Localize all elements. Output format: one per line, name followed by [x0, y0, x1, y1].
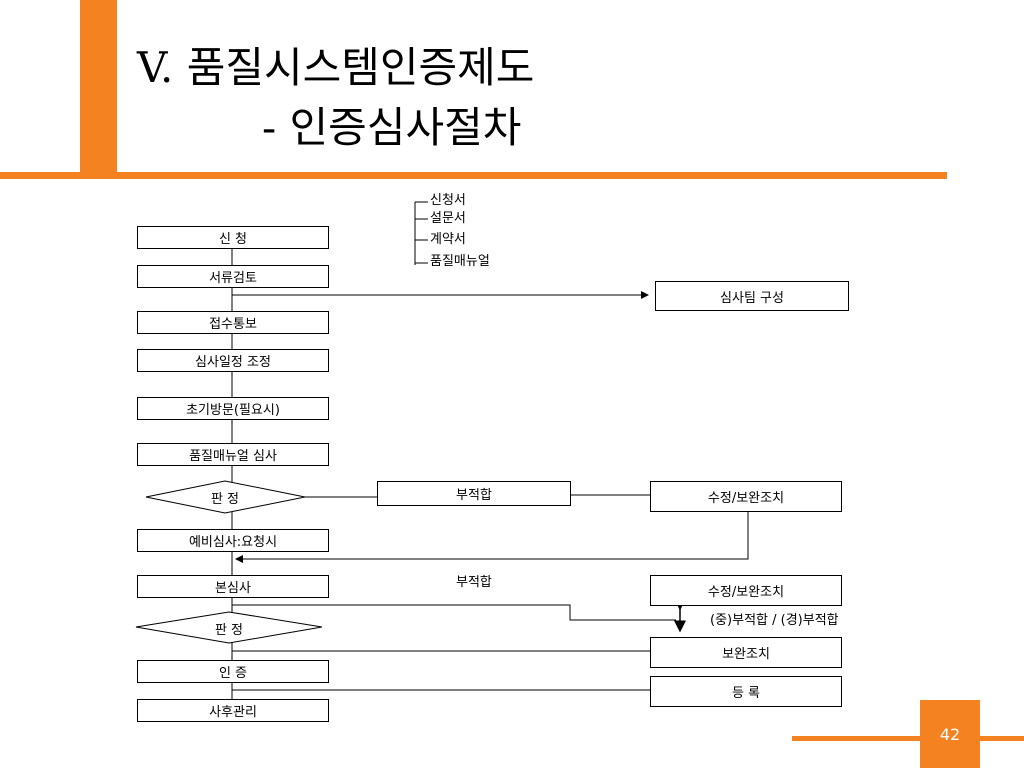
nonconform-box-1: 부적합	[377, 481, 571, 506]
footer-accent-line-right	[980, 736, 1024, 741]
supplement-box: 보완조치	[650, 637, 842, 668]
register-box: 등 록	[650, 676, 842, 707]
document-quality-manual: 품질매뉴얼	[430, 254, 490, 269]
step-manual-audit: 품질매뉴얼 심사	[137, 443, 329, 466]
step-judge-1: 판 정	[210, 492, 240, 507]
step-schedule: 심사일정 조정	[137, 349, 329, 372]
step-main-audit: 본심사	[137, 575, 329, 598]
step-document-review: 서류검토	[137, 265, 329, 288]
document-questionnaire: 설문서	[430, 211, 466, 226]
step-receipt-notice: 접수통보	[137, 311, 329, 334]
page-title: V. 품질시스템인증제도	[137, 43, 535, 92]
step-post-management: 사후관리	[137, 699, 329, 722]
step-initial-visit: 초기방문(필요시)	[137, 397, 329, 420]
document-application: 신청서	[430, 193, 466, 208]
major-minor-nonconform-label: (중)부적합 / (경)부적합	[710, 613, 839, 628]
step-apply: 신 청	[137, 226, 329, 249]
page-number: 42	[920, 700, 980, 768]
correction-box-2: 수정/보완조치	[650, 575, 842, 606]
step-judge-2: 판 정	[214, 623, 244, 638]
nonconform-label-2: 부적합	[456, 575, 492, 590]
step-pre-audit: 예비심사:요청시	[137, 529, 329, 552]
correction-box-1: 수정/보완조치	[650, 481, 842, 512]
audit-team-box: 심사팀 구성	[655, 281, 849, 311]
accent-horizontal-bar	[0, 172, 947, 179]
page-subtitle: - 인증심사절차	[262, 103, 522, 152]
document-contract: 계약서	[430, 232, 466, 247]
step-certify: 인 증	[137, 660, 329, 683]
accent-vertical-bar	[80, 0, 117, 172]
footer-accent-line-left	[792, 736, 920, 741]
